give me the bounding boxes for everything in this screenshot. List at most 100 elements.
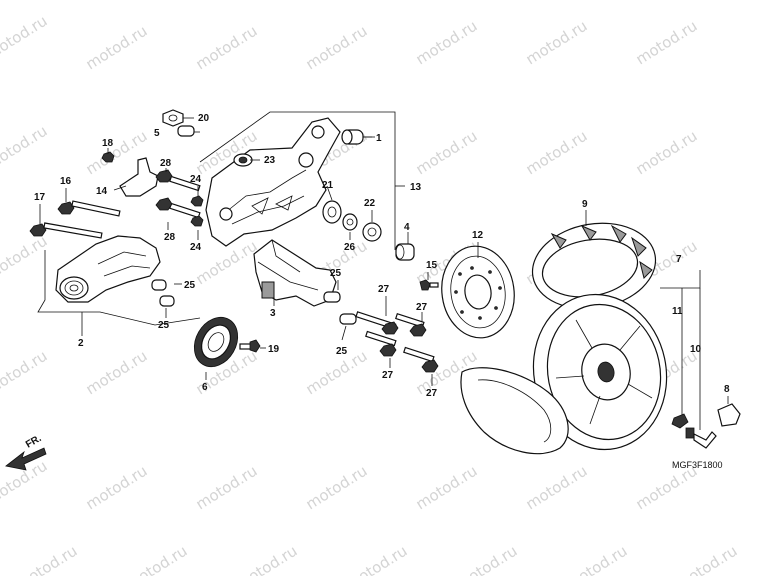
watermark: motod.ru bbox=[413, 127, 481, 179]
group-outline-2 bbox=[37, 250, 201, 326]
watermark: motod.ru bbox=[13, 542, 81, 576]
callout-16: 16 bbox=[60, 176, 72, 187]
bolt-part-18 bbox=[101, 151, 115, 163]
watermark: motod.ru bbox=[123, 542, 191, 576]
watermark: motod.ru bbox=[83, 22, 151, 74]
callout-2: 2 bbox=[78, 338, 84, 349]
watermark: motod.ru bbox=[523, 462, 591, 514]
callout-23: 23 bbox=[264, 155, 276, 166]
callout-24: 24 bbox=[190, 242, 202, 253]
watermark: motod.ru bbox=[413, 462, 481, 514]
callout-25: 25 bbox=[184, 280, 196, 291]
bushing-part-1 bbox=[341, 129, 375, 145]
collar-part-25 bbox=[339, 313, 357, 325]
watermark: motod.ru bbox=[673, 542, 741, 576]
engine-hanger-bracket bbox=[205, 117, 341, 247]
rear-arm-part-3 bbox=[253, 239, 337, 307]
oil-seal-part-23 bbox=[233, 153, 253, 167]
watermark: motod.ru bbox=[0, 122, 50, 174]
tire-cutaway bbox=[460, 367, 569, 455]
callout-27: 27 bbox=[426, 388, 438, 399]
callout-27: 27 bbox=[416, 302, 428, 313]
watermark: motod.ru bbox=[523, 17, 591, 69]
air-valve-part-10 bbox=[685, 427, 717, 449]
callout-8: 8 bbox=[724, 384, 730, 395]
collar-part-25 bbox=[159, 295, 175, 307]
callout-25: 25 bbox=[330, 268, 342, 279]
diagram-code: MGF3F1800 bbox=[672, 460, 723, 470]
callout-21: 21 bbox=[322, 180, 334, 191]
nut-part-24 bbox=[190, 215, 204, 227]
watermark: motod.ru bbox=[233, 542, 301, 576]
callout-15: 15 bbox=[426, 260, 438, 271]
bolt-part-15 bbox=[419, 279, 439, 291]
watermark: motod.ru bbox=[0, 12, 50, 64]
watermark: motod.ru bbox=[563, 542, 631, 576]
callout-9: 9 bbox=[582, 199, 588, 210]
direction-label: FR. bbox=[24, 433, 44, 451]
callout-13: 13 bbox=[410, 182, 422, 193]
bolt-part-28 bbox=[155, 169, 201, 192]
callout-7: 7 bbox=[676, 254, 682, 265]
watermark: motod.ru bbox=[303, 22, 371, 74]
bolt-part-16 bbox=[57, 200, 121, 217]
callout-28: 28 bbox=[164, 232, 176, 243]
watermark: motod.ru bbox=[0, 347, 50, 399]
bolt-part-27 bbox=[355, 311, 399, 335]
callout-1: 1 bbox=[376, 133, 382, 144]
ring-part-6 bbox=[193, 316, 239, 368]
collar-part-4 bbox=[395, 243, 415, 261]
callout-19: 19 bbox=[268, 344, 280, 355]
bolt-part-19 bbox=[239, 339, 261, 353]
watermark: motod.ru bbox=[0, 232, 50, 284]
callout-10: 10 bbox=[690, 344, 702, 355]
callout-25: 25 bbox=[158, 320, 170, 331]
callout-14: 14 bbox=[96, 186, 108, 197]
watermark: motod.ru bbox=[83, 347, 151, 399]
callout-26: 26 bbox=[344, 242, 356, 253]
tire-part-9 bbox=[531, 222, 657, 310]
bolt-part-17 bbox=[29, 222, 103, 239]
watermark: motod.ru bbox=[193, 22, 261, 74]
seal-part-22 bbox=[362, 222, 382, 242]
leader-lines bbox=[39, 117, 729, 404]
watermark: motod.ru bbox=[193, 462, 261, 514]
watermark: motod.ru bbox=[303, 462, 371, 514]
group-outline-13 bbox=[199, 111, 396, 250]
callout-28: 28 bbox=[160, 158, 172, 169]
bearing-part-21 bbox=[322, 200, 342, 224]
callout-6: 6 bbox=[202, 382, 208, 393]
bolt-part-27 bbox=[365, 330, 397, 357]
wheel-rim-part-11 bbox=[532, 293, 668, 451]
watermark: motod.ru bbox=[523, 127, 591, 179]
nut-part-24 bbox=[190, 195, 204, 207]
collar-part-25 bbox=[151, 279, 167, 291]
callout-11: 11 bbox=[672, 306, 683, 317]
callout-27: 27 bbox=[378, 284, 390, 295]
collar-part-5 bbox=[177, 125, 195, 137]
callout-18: 18 bbox=[102, 138, 114, 149]
balance-weight-part-8 bbox=[717, 403, 741, 427]
valve-part-11 bbox=[671, 413, 689, 429]
callout-3: 3 bbox=[270, 308, 276, 319]
collar-part-26 bbox=[342, 213, 358, 231]
callout-25: 25 bbox=[336, 346, 348, 357]
callout-5: 5 bbox=[154, 128, 160, 139]
callout-4: 4 bbox=[404, 222, 410, 233]
watermark: motod.ru bbox=[413, 17, 481, 69]
watermark: motod.ru bbox=[633, 127, 701, 179]
bolt-part-27 bbox=[395, 313, 427, 337]
bracket-part-14 bbox=[119, 157, 159, 197]
watermark: motod.ru bbox=[343, 542, 411, 576]
collar-part-25 bbox=[323, 291, 341, 303]
callout-12: 12 bbox=[472, 230, 484, 241]
callout-24: 24 bbox=[190, 174, 202, 185]
callout-20: 20 bbox=[198, 113, 210, 124]
watermark: motod.ru bbox=[633, 17, 701, 69]
callout-27: 27 bbox=[382, 370, 394, 381]
bolt-part-27 bbox=[403, 346, 439, 373]
callout-22: 22 bbox=[364, 198, 376, 209]
brake-disc-part-12 bbox=[441, 245, 515, 339]
swing-arm-part-2 bbox=[55, 235, 161, 303]
